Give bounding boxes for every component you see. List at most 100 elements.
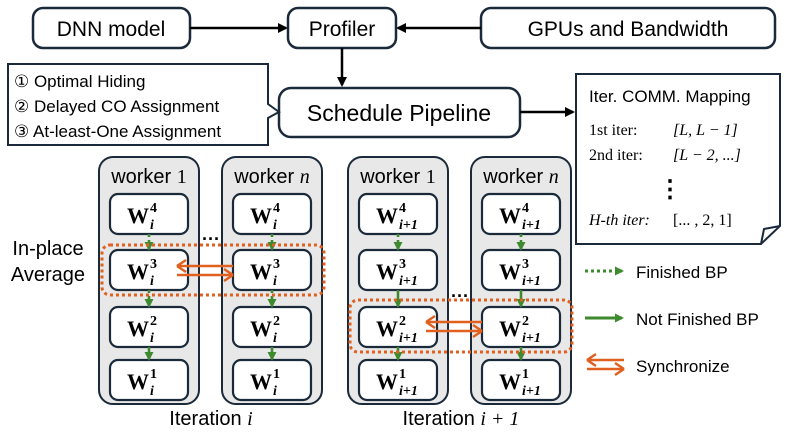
- schedule-pipeline-box: Schedule Pipeline: [277, 86, 522, 139]
- schedule-pipeline-label: Schedule Pipeline: [307, 100, 491, 126]
- callout-item-2: ② Delayed CO Assignment: [14, 97, 219, 116]
- svg-text:W: W: [250, 203, 272, 228]
- svg-text:i: i: [150, 331, 154, 346]
- legend-sync-label: Synchronize: [636, 357, 730, 376]
- svg-text:W: W: [250, 259, 272, 284]
- svg-text:1: 1: [273, 367, 280, 382]
- svg-text:4: 4: [399, 201, 406, 216]
- svg-text:i+1: i+1: [522, 384, 541, 399]
- svg-text:i: i: [273, 218, 277, 233]
- svg-text:i: i: [273, 331, 277, 346]
- svg-text:W: W: [499, 316, 521, 341]
- svg-text:W: W: [376, 369, 398, 394]
- svg-text:i+1: i+1: [399, 384, 418, 399]
- legend: Finished BP Not Finished BP Synchronize: [585, 263, 759, 377]
- svg-text:4: 4: [273, 201, 280, 216]
- svg-text:i: i: [150, 218, 154, 233]
- svg-text:i+1: i+1: [399, 218, 418, 233]
- svg-text:3: 3: [399, 257, 406, 272]
- svg-text:i+1: i+1: [522, 274, 541, 289]
- mapping-row-2-value: [L − 2, ...]: [673, 147, 741, 164]
- iteration-1-label: Iteration i: [169, 408, 252, 430]
- mapping-title: Iter. COMM. Mapping: [589, 87, 751, 106]
- inplace-label-line1: In-place: [12, 238, 83, 260]
- gpus-bandwidth-box: GPUs and Bandwidth: [479, 6, 777, 50]
- callout-item-3: ③ At-least-One Assignment: [14, 122, 221, 141]
- svg-text:Iteration i + 1: Iteration i + 1: [403, 408, 520, 430]
- legend-finished-label: Finished BP: [636, 263, 728, 282]
- svg-text:3: 3: [150, 257, 157, 272]
- legend-not-finished-label: Not Finished BP: [636, 310, 759, 329]
- svg-text:1: 1: [522, 367, 529, 382]
- gpus-bandwidth-label: GPUs and Bandwidth: [528, 18, 729, 41]
- svg-text:W: W: [376, 203, 398, 228]
- svg-text:W: W: [499, 203, 521, 228]
- svg-text:4: 4: [150, 201, 157, 216]
- worker-title: worker 1: [359, 166, 436, 188]
- ellipsis: ···: [451, 286, 469, 306]
- mapping-row-3-value: [... , 2, 1]: [673, 212, 732, 229]
- svg-text:i+1: i+1: [522, 218, 541, 233]
- mapping-row-2-label: 2nd iter:: [589, 147, 643, 164]
- callout-item-1: ① Optimal Hiding: [14, 72, 145, 91]
- profiler-box: Profiler: [286, 6, 398, 50]
- svg-text:W: W: [499, 259, 521, 284]
- mapping-row-3-label: H-th iter:: [588, 212, 650, 229]
- svg-text:1: 1: [399, 367, 406, 382]
- legend-sync-arrow: [586, 352, 625, 377]
- svg-text:W: W: [127, 203, 149, 228]
- svg-text:i+1: i+1: [522, 331, 541, 346]
- svg-text:i: i: [150, 384, 154, 399]
- svg-text:W: W: [499, 369, 521, 394]
- svg-text:1: 1: [150, 367, 157, 382]
- svg-text:W: W: [127, 259, 149, 284]
- iteration-mapping-note: Iter. COMM. Mapping 1st iter: [L, L − 1]…: [575, 73, 781, 245]
- sync-region-iter-i: ···: [100, 229, 326, 297]
- svg-text:2: 2: [522, 314, 529, 329]
- sync-region-iter-i-plus-1: ···: [348, 286, 574, 354]
- strategy-callout: ① Optimal Hiding ② Delayed CO Assignment…: [7, 63, 281, 146]
- mapping-row-1-label: 1st iter:: [589, 122, 637, 139]
- svg-text:i+1: i+1: [399, 331, 418, 346]
- mapping-vertical-dots: ⋮: [658, 177, 682, 203]
- dnn-model-box: DNN model: [31, 6, 192, 50]
- svg-text:W: W: [376, 259, 398, 284]
- worker-title: worker 1: [110, 166, 187, 188]
- mapping-row-1-value: [L, L − 1]: [673, 122, 738, 139]
- worker-title: worker n: [233, 166, 310, 188]
- svg-text:i: i: [273, 274, 277, 289]
- svg-text:4: 4: [522, 201, 529, 216]
- svg-text:W: W: [127, 369, 149, 394]
- dnn-model-label: DNN model: [57, 18, 166, 41]
- svg-text:Iteration i: Iteration i: [169, 408, 252, 430]
- svg-text:W: W: [127, 316, 149, 341]
- svg-text:i+1: i+1: [399, 274, 418, 289]
- svg-text:3: 3: [522, 257, 529, 272]
- svg-text:2: 2: [150, 314, 157, 329]
- svg-text:W: W: [376, 316, 398, 341]
- svg-text:i: i: [273, 384, 277, 399]
- svg-text:3: 3: [273, 257, 280, 272]
- profiler-label: Profiler: [309, 18, 376, 41]
